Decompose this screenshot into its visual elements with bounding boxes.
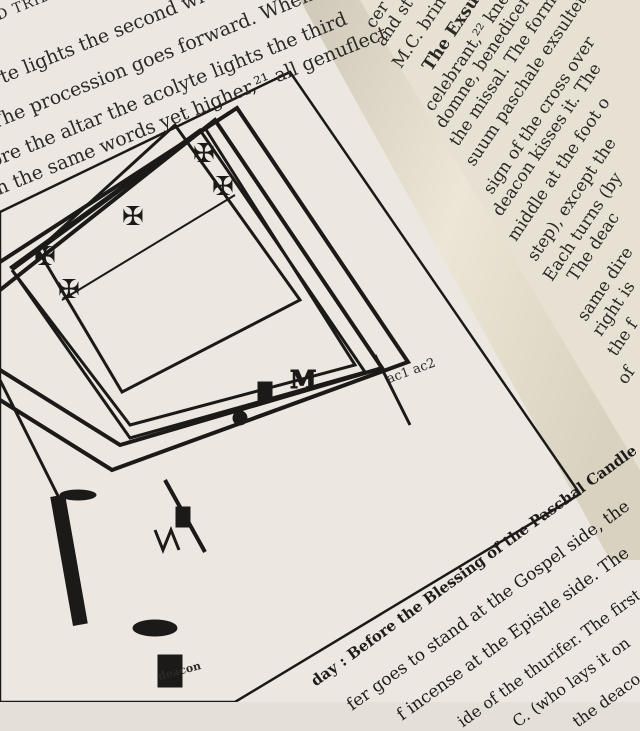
svg-text:✠: ✠	[193, 139, 215, 169]
svg-text:✠: ✠	[212, 172, 234, 202]
left-page	[0, 0, 640, 702]
minister-icons: M	[153, 354, 412, 555]
svg-text:M: M	[290, 365, 317, 394]
svg-text:✠: ✠	[122, 202, 144, 232]
svg-text:✠: ✠	[58, 275, 80, 305]
svg-text:✠: ✠	[34, 242, 56, 272]
book-photo-background: ✠✠✠ ✠✠ M	[0, 0, 640, 702]
cross-icons: ✠✠✠ ✠✠	[34, 139, 234, 305]
right-page	[360, 0, 640, 470]
spine-fold	[300, 0, 640, 560]
candlestick-icon	[0, 379, 183, 688]
diagram-frame	[0, 70, 582, 702]
